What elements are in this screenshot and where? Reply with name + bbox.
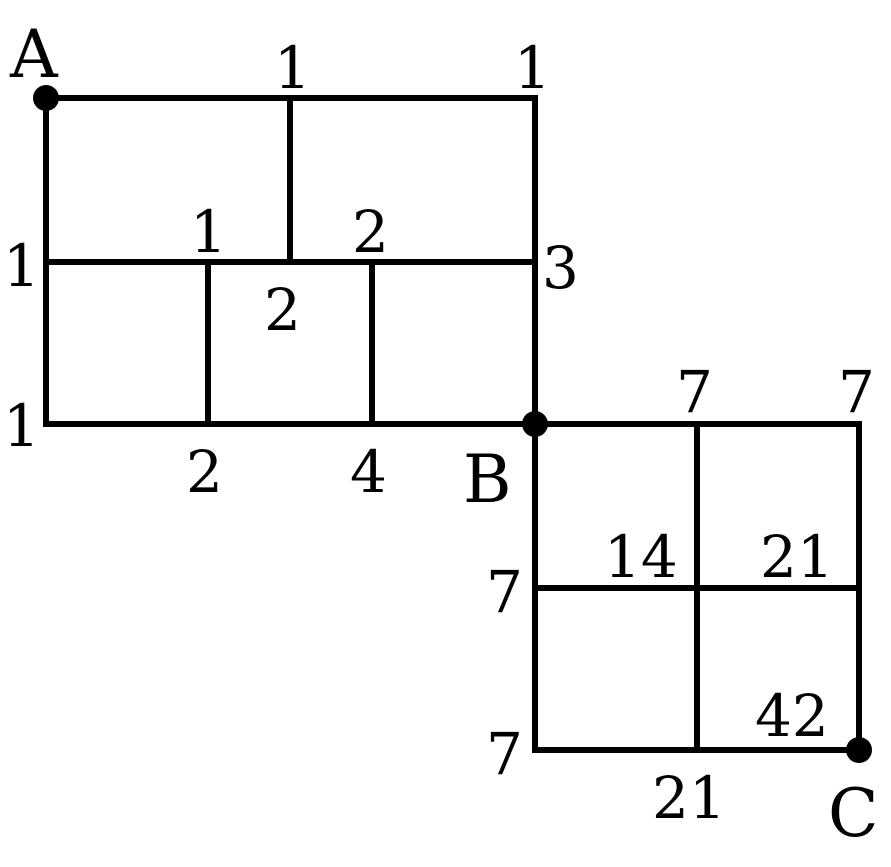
- count-middle-row-two-below: 2: [264, 276, 301, 344]
- count-lower-top-right: 7: [838, 358, 875, 426]
- upper-grid: [43, 95, 538, 427]
- count-middle-row-two-above: 2: [352, 198, 389, 266]
- lower-grid: [532, 421, 862, 753]
- count-bottom-four: 4: [350, 438, 387, 506]
- count-middle-row-one: 1: [190, 198, 227, 266]
- point-b-dot: [522, 411, 548, 437]
- count-lower-twenty-one-middle: 21: [760, 523, 834, 591]
- count-lower-forty-two: 42: [755, 682, 829, 750]
- count-bottom-two: 2: [186, 438, 223, 506]
- point-c-dot: [846, 737, 872, 763]
- point-a-label: A: [9, 16, 59, 93]
- count-lower-fourteen: 14: [604, 523, 678, 591]
- count-lower-left-bottom: 7: [486, 720, 523, 788]
- count-lower-top-left: 7: [676, 358, 713, 426]
- count-top-right: 1: [514, 34, 551, 102]
- count-right-middle-three: 3: [542, 234, 579, 302]
- point-c-label: C: [828, 775, 879, 852]
- point-a-dot: [33, 85, 59, 111]
- count-lower-twenty-one-bottom: 21: [652, 764, 726, 832]
- count-left-middle: 1: [3, 232, 40, 300]
- count-lower-left-middle: 7: [486, 558, 523, 626]
- point-b-label: B: [463, 441, 512, 518]
- count-top-middle: 1: [274, 34, 311, 102]
- count-bottom-left: 1: [3, 392, 40, 460]
